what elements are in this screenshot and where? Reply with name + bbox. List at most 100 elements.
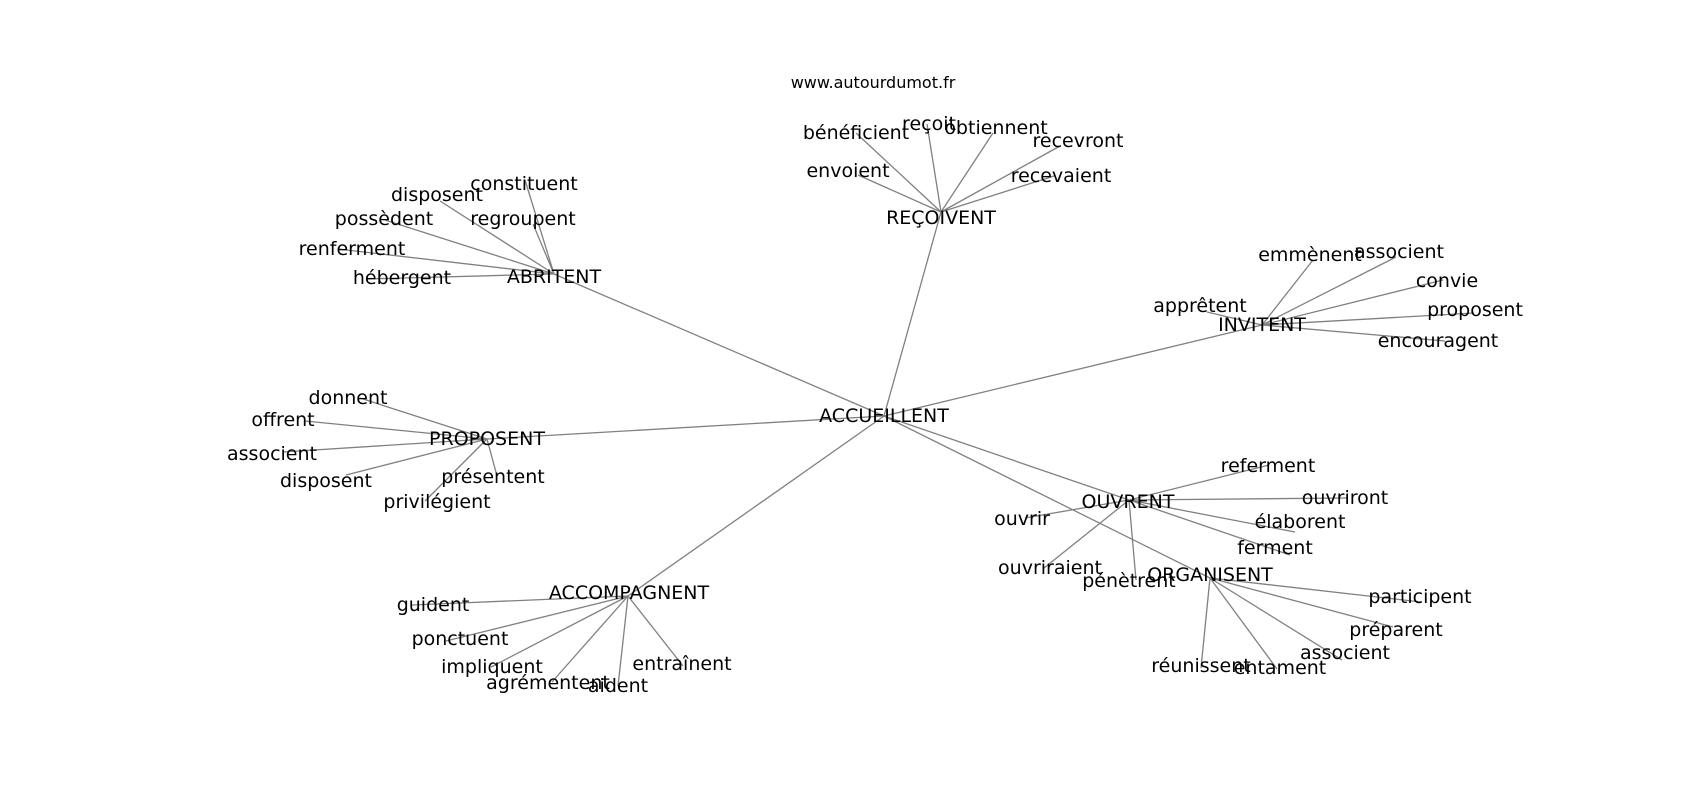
edge-hub-to-word <box>524 179 555 275</box>
edge-hub-to-word <box>1128 464 1270 501</box>
edge-hub-to-word <box>1209 577 1278 670</box>
edge-hub-to-word <box>1261 259 1314 326</box>
word-node[interactable]: regroupent <box>470 208 575 230</box>
edge-hub-to-word <box>1043 499 1130 569</box>
word-node[interactable]: bénéficient <box>803 122 909 144</box>
word-node[interactable]: apprêtent <box>1153 295 1246 317</box>
edge-hub-to-word <box>1128 499 1291 556</box>
edge-hub-to-word <box>384 219 555 275</box>
edge-hub-to-word <box>617 595 629 687</box>
edge-hub-to-word <box>627 595 684 667</box>
edge-hub-to-word <box>1024 499 1130 519</box>
word-node[interactable]: réunissent <box>1151 655 1250 677</box>
word-node[interactable]: guident <box>397 594 470 616</box>
edge-hub-to-word <box>337 248 555 275</box>
source-watermark: www.autourdumot.fr <box>791 73 956 92</box>
word-node[interactable]: hébergent <box>353 267 451 289</box>
word-node[interactable]: reçoit <box>902 113 956 135</box>
edge-center-to-hub <box>883 211 942 417</box>
word-node[interactable]: renferment <box>299 238 406 260</box>
edge-hub-to-word <box>1128 499 1296 533</box>
hub-node[interactable]: PROPOSENT <box>429 428 545 450</box>
word-node[interactable]: aident <box>588 675 648 697</box>
word-node[interactable]: présentent <box>441 466 544 488</box>
edge-hub-to-word <box>1200 577 1211 669</box>
word-node[interactable]: disposent <box>280 470 372 492</box>
word-node[interactable]: entament <box>1234 657 1327 679</box>
edge-hub-to-word <box>490 595 629 668</box>
word-node[interactable]: encouragent <box>1378 330 1499 352</box>
edge-hub-to-word <box>926 123 942 213</box>
edge-hub-to-word <box>1206 311 1263 326</box>
word-node[interactable]: participent <box>1368 586 1471 608</box>
edge-hub-to-word <box>439 200 555 275</box>
word-node[interactable]: obtiennent <box>944 117 1047 139</box>
word-node[interactable]: recevront <box>1033 130 1124 152</box>
word-node[interactable]: ponctuent <box>412 628 509 650</box>
word-node[interactable]: ouvriront <box>1302 487 1389 509</box>
word-node[interactable]: recevaient <box>1011 165 1112 187</box>
word-node[interactable]: privilégient <box>383 491 490 513</box>
edge-hub-to-word <box>532 223 555 275</box>
edge-center-to-hub <box>883 415 1130 501</box>
word-node[interactable]: associent <box>227 443 317 465</box>
edge-hub-to-word <box>282 438 488 453</box>
word-node[interactable]: associent <box>1354 241 1444 263</box>
edge-hub-to-word <box>1209 577 1422 603</box>
word-node[interactable]: pénètrent <box>1082 570 1176 592</box>
hub-node[interactable]: ACCOMPAGNENT <box>549 582 710 604</box>
edge-center-to-hub <box>553 273 885 417</box>
edge-hub-to-word <box>855 132 942 213</box>
edge-hub-to-word <box>1128 497 1348 501</box>
hub-node[interactable]: OUVRENT <box>1082 491 1175 513</box>
edge-hub-to-word <box>365 273 555 280</box>
hub-node[interactable]: ORGANISENT <box>1147 564 1273 586</box>
word-node[interactable]: associent <box>1300 642 1390 664</box>
edge-center-to-hub <box>486 415 885 440</box>
edge-hub-to-word <box>940 145 1061 213</box>
word-node[interactable]: ferment <box>1237 537 1313 559</box>
hub-node[interactable]: ABRITENT <box>507 266 602 288</box>
edge-center-to-hub <box>883 415 1211 579</box>
edge-hub-to-word <box>1261 312 1475 326</box>
edge-hub-to-word <box>1209 577 1394 628</box>
edge-hub-to-word <box>857 174 942 213</box>
word-node[interactable]: ouvrir <box>994 508 1050 530</box>
word-node[interactable]: disposent <box>391 184 483 206</box>
edge-hub-to-word <box>1261 279 1444 326</box>
edge-hub-to-word <box>445 595 629 642</box>
edge-center-to-hub <box>883 324 1263 417</box>
edge-hub-to-word <box>1209 577 1343 661</box>
graph-labels: www.autourdumot.fr ACCUEILLENT REÇOIVENT b… <box>227 73 1523 697</box>
word-node[interactable]: agrémentent <box>486 672 610 694</box>
word-node[interactable]: impliquent <box>441 656 543 678</box>
word-node[interactable]: constituent <box>470 173 577 195</box>
word-node[interactable]: proposent <box>1427 299 1523 321</box>
edge-hub-to-word <box>1261 324 1446 342</box>
word-node[interactable]: entraînent <box>632 653 731 675</box>
word-node[interactable]: offrent <box>251 409 314 431</box>
hub-node[interactable]: INVITENT <box>1218 314 1306 336</box>
edge-hub-to-word <box>940 132 994 213</box>
edge-hub-to-word <box>345 438 488 476</box>
edge-hub-to-word <box>359 397 488 440</box>
word-node[interactable]: emmènent <box>1258 244 1362 266</box>
edge-hub-to-word <box>304 420 488 440</box>
hub-node[interactable]: REÇOIVENT <box>886 207 996 229</box>
edge-center-to-hub <box>627 415 885 597</box>
word-node[interactable]: élaborent <box>1255 511 1346 533</box>
word-node[interactable]: convie <box>1416 270 1478 292</box>
edge-hub-to-word <box>551 595 629 683</box>
word-node[interactable]: ouvriraient <box>998 557 1102 579</box>
edge-hub-to-word <box>940 175 1055 213</box>
center-node[interactable]: ACCUEILLENT <box>819 405 949 427</box>
edge-hub-to-word <box>424 438 488 502</box>
edge-hub-to-word <box>1261 256 1397 326</box>
word-node[interactable]: envoient <box>806 160 889 182</box>
edge-hub-to-word <box>411 595 629 606</box>
word-node[interactable]: referment <box>1221 455 1316 477</box>
word-node[interactable]: préparent <box>1349 619 1442 641</box>
word-node[interactable]: possèdent <box>335 208 433 230</box>
word-node[interactable]: donnent <box>309 387 388 409</box>
